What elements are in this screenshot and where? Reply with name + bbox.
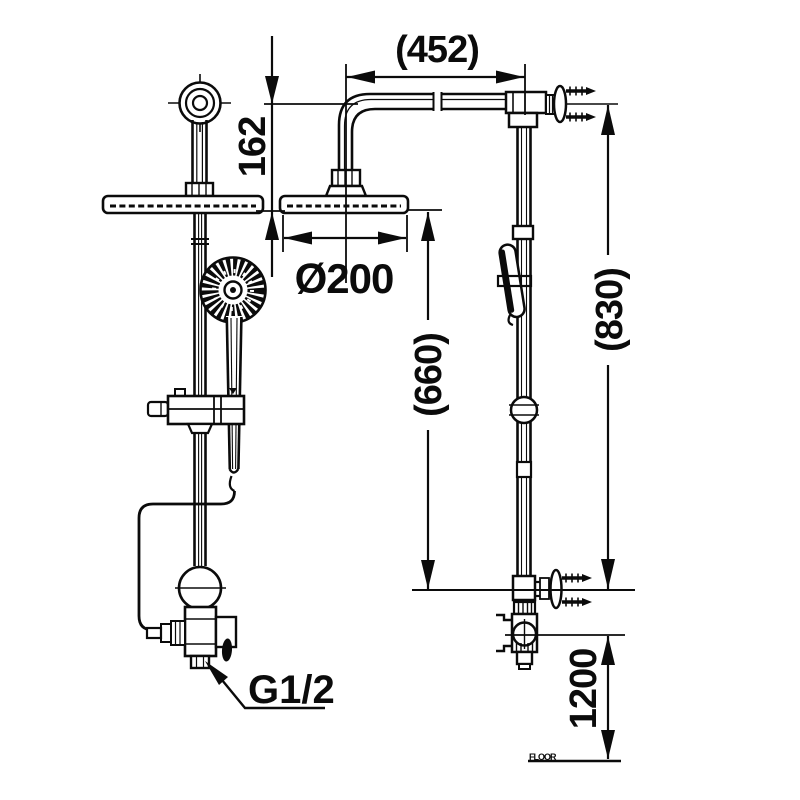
dim-head-diameter-label: Ø200 xyxy=(295,255,394,302)
anchor-screw-icon xyxy=(566,86,596,96)
dim-column-height: (830) xyxy=(588,105,631,589)
dim-top-width: (452) xyxy=(345,29,526,283)
column-slider-joint xyxy=(509,395,539,479)
dim-mid-height: (660) xyxy=(407,209,450,589)
dim-column-height-label: (830) xyxy=(589,268,631,352)
anchor-screw-icon xyxy=(562,573,592,583)
mixer-valve xyxy=(145,565,238,670)
hand-shower-head-icon xyxy=(199,256,267,324)
dim-head-offset: 162 xyxy=(232,36,358,277)
inlet-thread-callout: G1/2 xyxy=(205,661,335,712)
shower-hose xyxy=(137,490,236,632)
inlet-stop-valve xyxy=(496,600,539,670)
dim-mid-height-label: (660) xyxy=(408,333,450,417)
shower-column-pipe xyxy=(516,127,532,577)
slide-bar-bracket xyxy=(146,388,246,435)
slide-bar xyxy=(191,213,209,566)
inlet-thread-label: G1/2 xyxy=(248,668,335,712)
hand-shower-handle xyxy=(225,316,243,493)
shower-arm-side-icon xyxy=(184,120,215,198)
hand-shower-holder xyxy=(496,224,535,327)
dim-head-offset-label: 162 xyxy=(232,117,274,177)
wall-mount-top xyxy=(504,84,618,129)
dim-floor-height: 1200 xyxy=(505,634,625,759)
wall-flange-side-icon xyxy=(168,74,231,132)
floor-marker-label: FLOOR xyxy=(529,752,557,762)
floor-line: FLOOR xyxy=(528,752,621,763)
dim-floor-height-label: 1200 xyxy=(563,649,605,730)
anchor-screw-icon xyxy=(566,112,596,122)
anchor-screw-icon xyxy=(562,597,592,607)
rain-head-side-icon xyxy=(101,194,265,215)
dim-top-width-label: (452) xyxy=(395,29,479,71)
overhead-pipe xyxy=(337,92,508,172)
dim-head-diameter: Ø200 xyxy=(282,215,408,302)
rain-head-front-icon xyxy=(278,194,410,215)
